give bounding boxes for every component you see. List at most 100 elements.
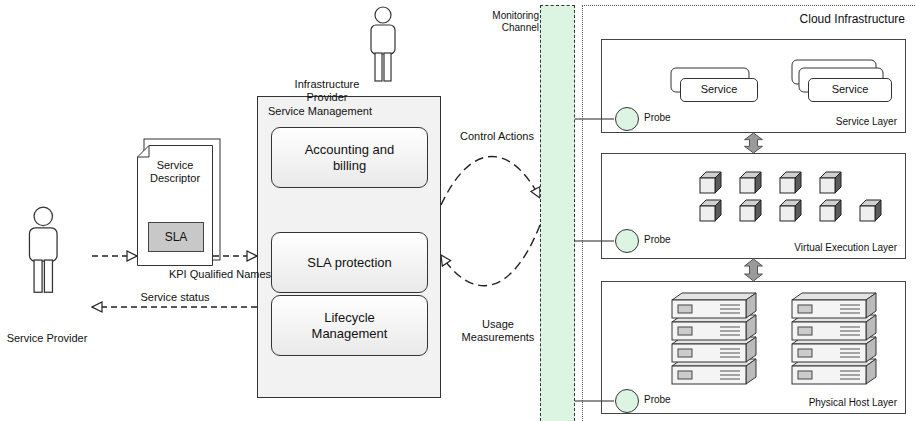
cube-front (860, 206, 875, 221)
server-vent (840, 327, 860, 328)
node-text: Physical Host Layer (809, 397, 897, 409)
server-vent (840, 371, 860, 372)
server-bay (798, 371, 812, 379)
edge-label: Usage Measurements (458, 318, 538, 344)
server-front (792, 344, 866, 362)
server-front (792, 322, 866, 340)
server-side (866, 315, 876, 340)
server-vent (720, 309, 740, 310)
person-icon (2, 200, 92, 320)
dashed-arrow (213, 255, 257, 256)
probe: Probe (614, 106, 680, 132)
cube-front (740, 178, 755, 193)
block-arrow (745, 133, 763, 153)
function-box: SLA protection (271, 232, 428, 293)
node-text: Service (832, 83, 869, 96)
server-vent (720, 375, 740, 376)
cube-side (715, 200, 721, 221)
server-front (672, 300, 746, 318)
service-box: Service (680, 78, 758, 102)
server-vent (840, 335, 860, 336)
dashed-arrow (441, 225, 540, 286)
server-vent (720, 349, 740, 350)
server-front (672, 344, 746, 362)
server-bay (678, 327, 692, 335)
server-vent (840, 379, 860, 380)
server-vent (720, 353, 740, 354)
server-bay (798, 349, 812, 357)
node-text: SLA protection (307, 255, 392, 271)
server-vent (840, 309, 860, 310)
cube-side (875, 200, 881, 221)
block-arrow (745, 259, 763, 281)
node-text: Accounting and billing (300, 142, 400, 173)
document: Service DescriptorSLA (137, 145, 213, 266)
server-racks (672, 293, 876, 384)
sla-box: SLA (148, 222, 204, 252)
node-text: Service Provider (2, 332, 92, 345)
server-vent (720, 305, 740, 306)
actor: Service Provider (2, 200, 92, 345)
function-box: Lifecycle Management (271, 295, 428, 356)
probe-circle (614, 106, 640, 132)
service-box: Service (808, 78, 892, 102)
cube-side (755, 172, 761, 193)
dashed-arrow (441, 156, 540, 205)
node-text: Probe (644, 234, 671, 246)
server-front (672, 322, 746, 340)
cube-front (780, 178, 795, 193)
dashed-arrow (92, 255, 137, 256)
cube-side (835, 172, 841, 193)
node-text: Cloud Infrastructure (800, 12, 905, 26)
cloud-region: Cloud InfrastructureService LayerService… (582, 5, 915, 421)
edge-label: Service status (125, 291, 225, 304)
server-front (792, 300, 866, 318)
probe-link (575, 241, 614, 242)
server-side (866, 337, 876, 362)
probe-link (575, 119, 614, 120)
server-top (792, 293, 876, 300)
management-box: Service ManagementAccounting and billing… (257, 96, 441, 398)
channel-band: Monitoring Channel (540, 5, 575, 421)
server-vent (840, 331, 860, 332)
cube-side (835, 200, 841, 221)
probe: Probe (614, 388, 680, 414)
node-text: Probe (644, 112, 671, 124)
server-front (792, 366, 866, 384)
server-vent (720, 335, 740, 336)
probe-link (575, 401, 614, 402)
server-side (746, 359, 756, 384)
server-vent (720, 327, 740, 328)
probe-circle (614, 228, 640, 254)
server-bay (678, 305, 692, 313)
server-bay (678, 349, 692, 357)
actor-label: Infrastructure Provider (288, 78, 366, 104)
node-text: Service Layer (836, 116, 897, 128)
cube-front (700, 206, 715, 221)
cube-front (700, 178, 715, 193)
cube-front (780, 206, 795, 221)
probe: Probe (614, 228, 680, 254)
server-vent (840, 375, 860, 376)
server-side (746, 337, 756, 362)
edge-label: Control Actions (452, 130, 542, 143)
server-bay (798, 305, 812, 313)
server-side (866, 293, 876, 318)
server-side (866, 359, 876, 384)
server-vent (720, 357, 740, 358)
cube-side (715, 172, 721, 193)
server-vent (720, 371, 740, 372)
cube-side (795, 200, 801, 221)
cube-front (740, 206, 755, 221)
server-vent (720, 331, 740, 332)
node-text: Monitoring Channel (485, 10, 539, 34)
node-text: SLA (165, 230, 188, 244)
layer-box: Service Layer Service ServiceProbe (601, 39, 906, 133)
cube-side (795, 172, 801, 193)
node-text: Service Management (268, 105, 372, 118)
server-bay (798, 327, 812, 335)
node-text: Service Descriptor (143, 159, 207, 185)
server-side (746, 293, 756, 318)
edge-label: KPI Qualified Names (168, 268, 272, 281)
